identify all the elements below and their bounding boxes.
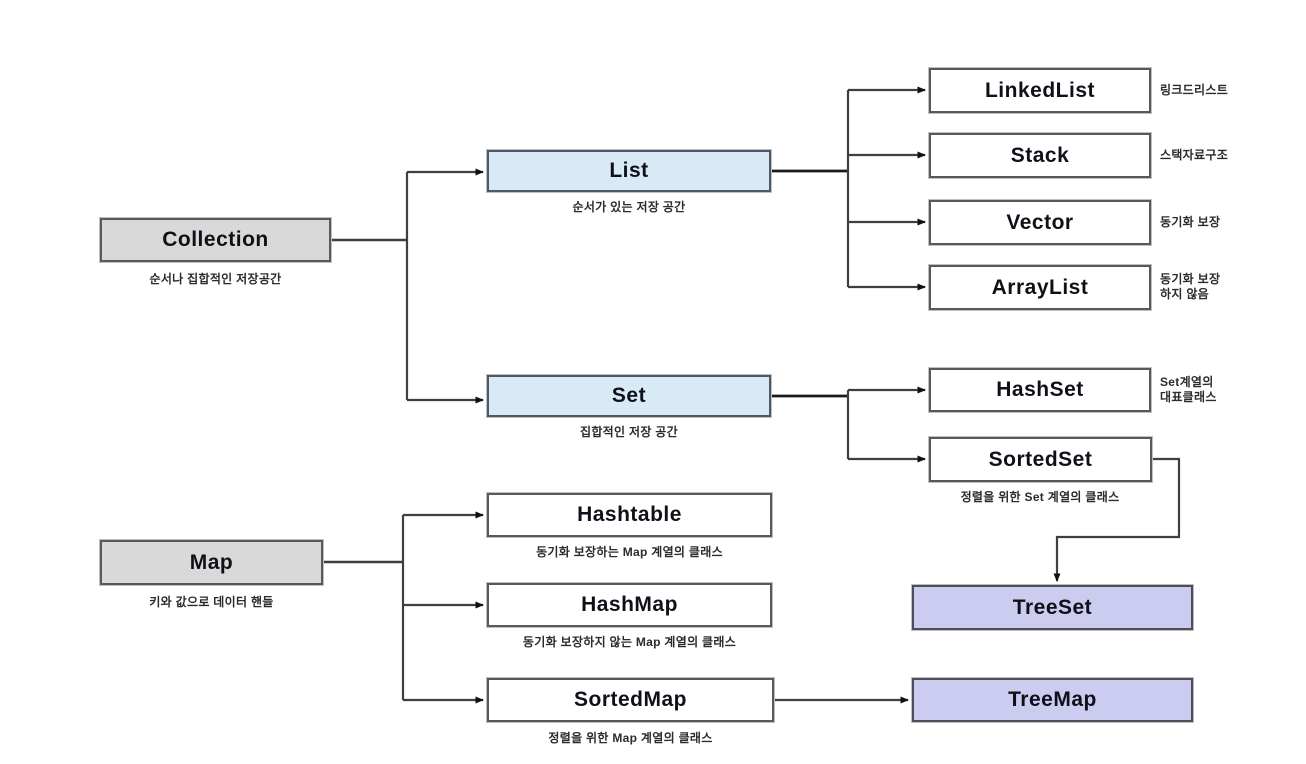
node-collection-label: Collection — [162, 228, 269, 251]
node-list-label: List — [609, 159, 649, 182]
note-stack: 스택자료구조 — [1160, 148, 1229, 162]
node-linkedlist: LinkedList — [929, 68, 1151, 113]
caption-map: 키와 값으로 데이터 핸들 — [149, 595, 274, 609]
node-stack: Stack — [929, 133, 1151, 178]
node-set: Set — [487, 375, 771, 417]
node-treeset: TreeSet — [912, 585, 1193, 630]
note-vector: 동기화 보장 — [1160, 215, 1221, 229]
node-vector: Vector — [929, 200, 1151, 245]
node-treemap-label: TreeMap — [1008, 688, 1097, 711]
caption-sortedset: 정렬을 위한 Set 계열의 클래스 — [960, 490, 1120, 504]
node-map: Map — [100, 540, 323, 585]
node-hashtable: Hashtable — [487, 493, 772, 537]
node-hashset-label: HashSet — [996, 378, 1084, 401]
node-linkedlist-label: LinkedList — [984, 78, 1095, 102]
caption-hashmap: 동기화 보장하지 않는 Map 계열의 클래스 — [522, 635, 737, 649]
node-sortedmap-label: SortedMap — [573, 688, 687, 711]
node-sortedset: SortedSet — [929, 437, 1152, 482]
node-list: List — [487, 150, 771, 192]
caption-set: 집합적인 저장 공간 — [580, 425, 678, 439]
caption-hashtable: 동기화 보장하는 Map 계열의 클래스 — [536, 545, 723, 559]
node-set-label: Set — [611, 384, 647, 407]
node-treemap: TreeMap — [912, 678, 1193, 722]
node-map-label: Map — [189, 550, 234, 574]
note-linkedlist: 링크드리스트 — [1160, 83, 1229, 97]
note-arraylist: 동기화 보장 하지 않음 — [1160, 272, 1221, 301]
connector-sortedset-treeset — [1053, 457, 1181, 582]
caption-collection: 순서나 집합적인 저장공간 — [149, 272, 282, 286]
node-hashtable-label: Hashtable — [577, 503, 682, 526]
node-hashset: HashSet — [929, 368, 1151, 412]
node-treeset-label: TreeSet — [1012, 595, 1093, 619]
node-sortedset-label: SortedSet — [988, 447, 1093, 471]
node-sortedmap: SortedMap — [487, 678, 774, 722]
node-hashmap-label: HashMap — [581, 593, 678, 616]
node-vector-label: Vector — [1006, 210, 1074, 234]
node-collection: Collection — [100, 218, 331, 262]
note-hashset: Set계열의 대표클래스 — [1160, 375, 1217, 404]
node-hashmap: HashMap — [487, 583, 772, 627]
node-arraylist-label: ArrayList — [991, 275, 1089, 299]
node-arraylist: ArrayList — [929, 265, 1151, 310]
caption-list: 순서가 있는 저장 공간 — [572, 200, 686, 214]
node-stack-label: Stack — [1010, 143, 1070, 167]
caption-sortedmap: 정렬을 위한 Map 계열의 클래스 — [548, 731, 713, 745]
